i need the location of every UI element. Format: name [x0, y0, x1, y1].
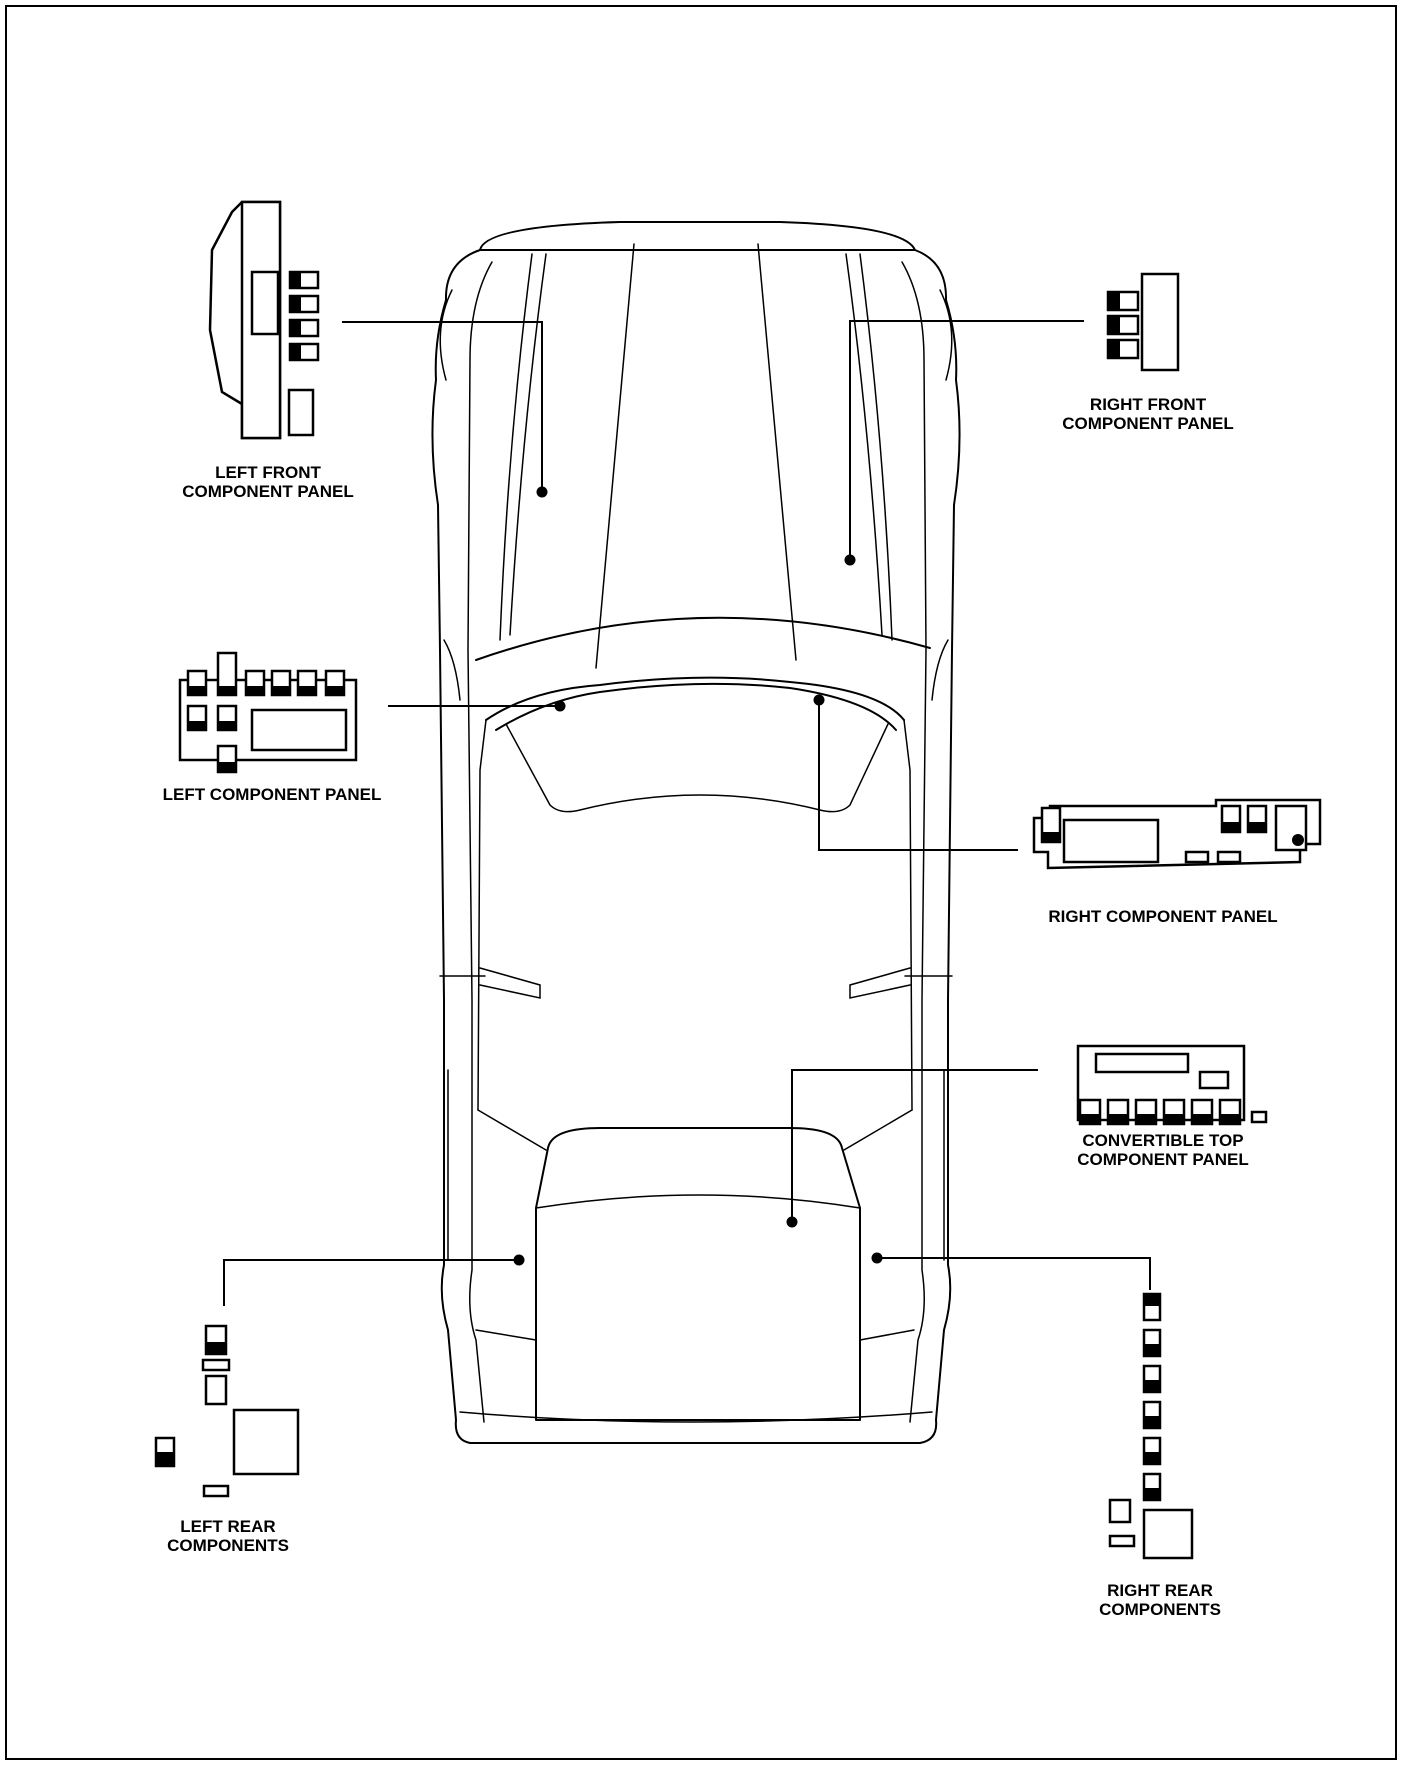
label-left-component-panel: LEFT COMPONENT PANEL: [163, 785, 382, 804]
label-right-front-line1: RIGHT FRONT: [1090, 395, 1207, 414]
label-right-front-line2: COMPONENT PANEL: [1062, 414, 1234, 433]
right-rear-components: [1108, 1292, 1194, 1560]
label-right-rear-line1: RIGHT REAR: [1107, 1581, 1213, 1600]
convertible-top-component-panel: [1076, 1044, 1268, 1126]
right-component-panel: [1032, 798, 1322, 870]
label-left-rear-line2: COMPONENTS: [167, 1536, 289, 1555]
leader-lines: [223, 320, 1151, 1306]
label-convertible-top-line2: COMPONENT PANEL: [1077, 1150, 1249, 1169]
label-left-rear-line1: LEFT REAR: [180, 1517, 275, 1536]
left-front-component-panel: [208, 200, 320, 440]
page-border: [5, 5, 1397, 1760]
labels: LEFT FRONT COMPONENT PANEL RIGHT FRONT C…: [163, 395, 1278, 1619]
left-component-panel: [178, 651, 358, 774]
label-left-front-line1: LEFT FRONT: [215, 463, 321, 482]
label-left-front-line2: COMPONENT PANEL: [182, 482, 354, 501]
right-front-component-panel: [1106, 272, 1180, 372]
label-convertible-top-line1: CONVERTIBLE TOP: [1082, 1131, 1243, 1150]
label-right-rear-line2: COMPONENTS: [1099, 1600, 1221, 1619]
left-rear-components: [154, 1324, 300, 1498]
car-outline: [431, 221, 961, 1444]
label-right-component-panel: RIGHT COMPONENT PANEL: [1048, 907, 1277, 926]
